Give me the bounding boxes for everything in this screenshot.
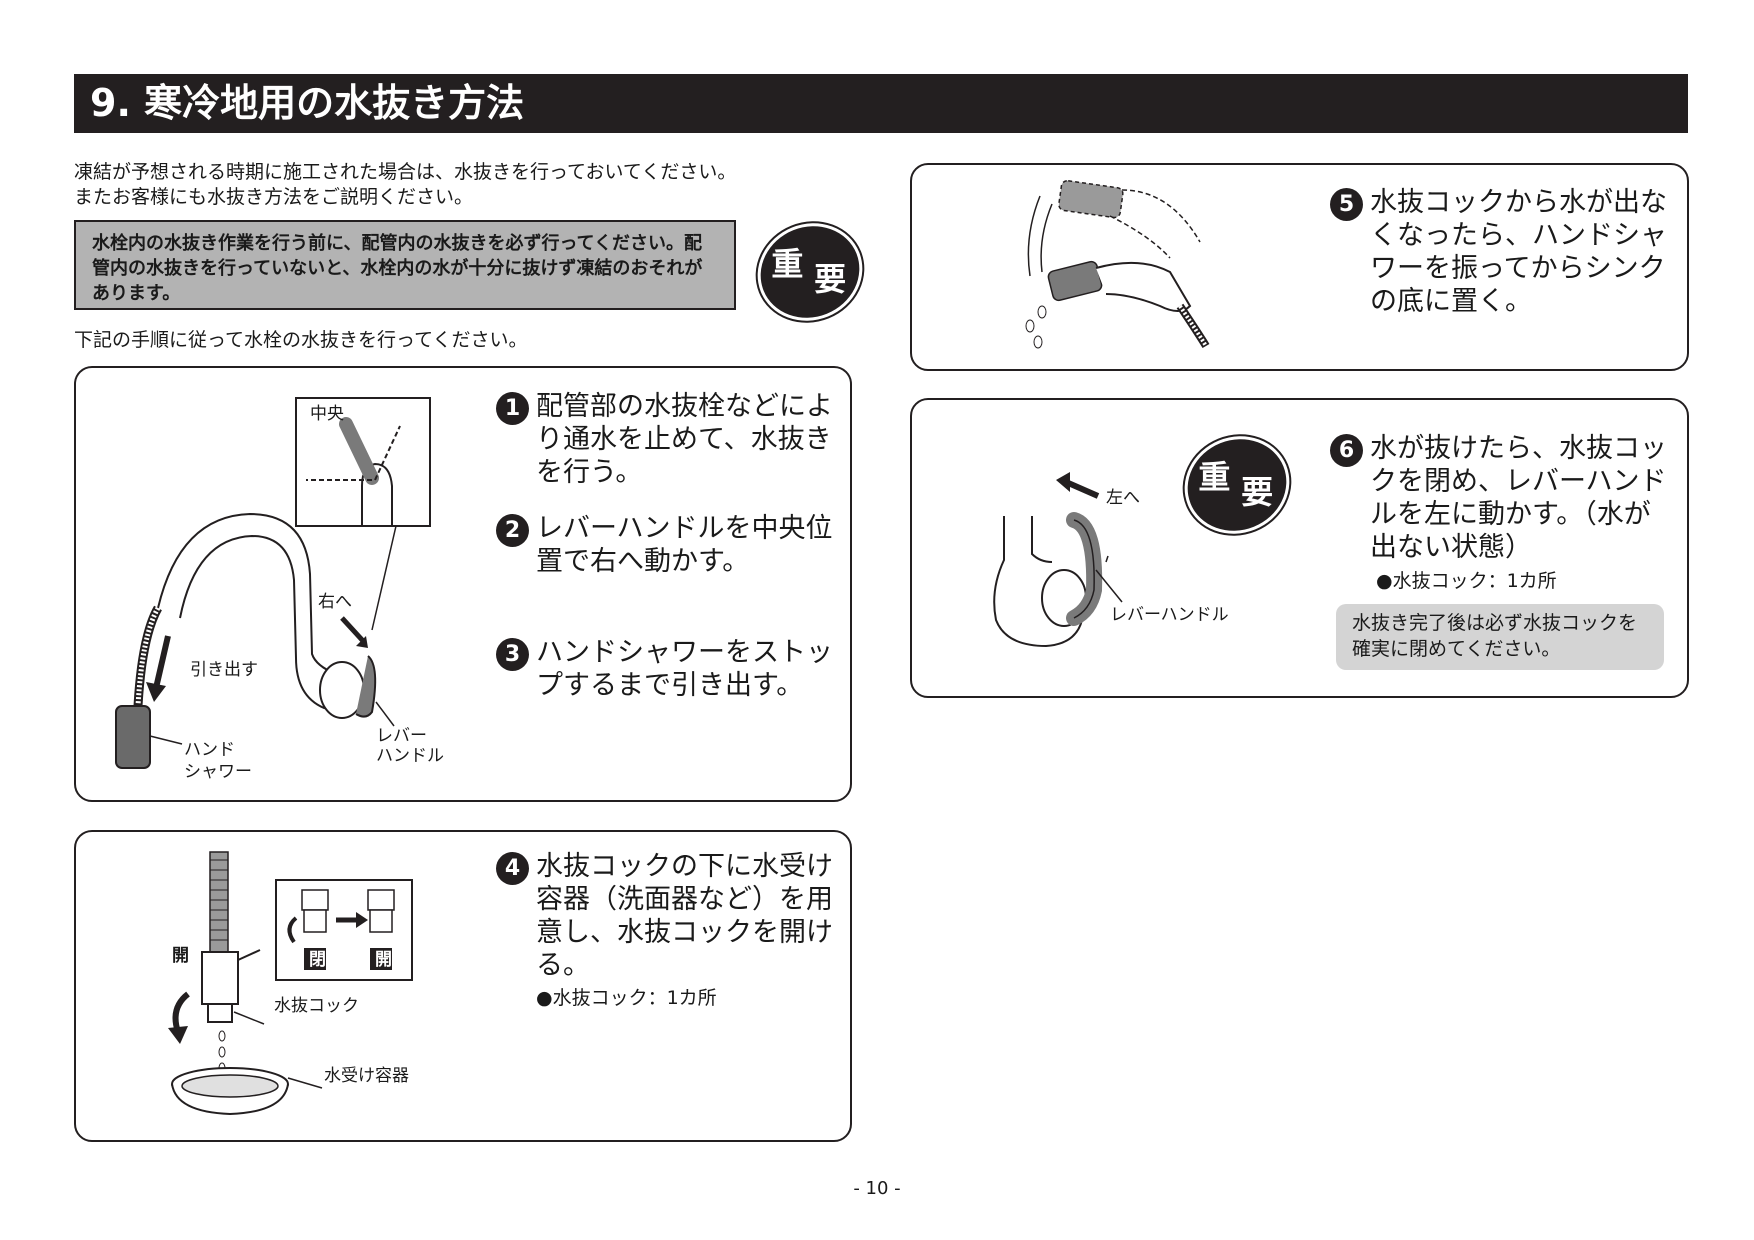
step-5: 5 水抜コックから水が出なくなったら、ハンドシャワーを振ってからシンクの底に置く… <box>1330 186 1670 318</box>
intro-line-1: 凍結が予想される時期に施工された場合は、水抜きを行っておいてください。 <box>74 161 737 183</box>
label-closed: 閉 <box>309 950 326 970</box>
intro-text: 凍結が予想される時期に施工された場合は、水抜きを行っておいてください。 またお客… <box>74 160 834 210</box>
step-6-text: 水が抜けたら、水抜コックを閉め、レバーハンドルを左に動かす。（水が出ない状態） <box>1370 433 1667 563</box>
label-drain-cock: 水抜コック <box>274 996 359 1016</box>
warning-box: 水栓内の水抜き作業を行う前に、配管内の水抜きを必ず行ってください。配管内の水抜き… <box>74 220 736 310</box>
step-4-number: 4 <box>496 852 529 885</box>
instruction-lead: 下記の手順に従って水栓の水抜きを行ってください。 <box>74 329 528 351</box>
step-1-text: 配管部の水抜栓などにより通水を止めて、水抜きを行う。 <box>536 391 833 488</box>
step-4-note: ●水抜コック：1カ所 <box>536 987 717 1009</box>
step-5-text: 水抜コックから水が出なくなったら、ハンドシャワーを振ってからシンクの底に置く。 <box>1370 187 1667 317</box>
step-4-text: 水抜コックの下に水受け容器（洗面器など）を用意し、水抜コックを開ける。 <box>536 851 833 981</box>
step-1-number: 1 <box>496 392 529 425</box>
step-2-number: 2 <box>496 514 529 547</box>
label-water-container: 水受け容器 <box>324 1066 409 1086</box>
label-open-main: 開 <box>172 946 189 966</box>
stamp-2-char-2: 要 <box>1241 472 1274 511</box>
step-4: 4 水抜コックの下に水受け容器（洗面器など）を用意し、水抜コックを開ける。 <box>496 850 836 982</box>
intro-line-2: またお客様にも水抜き方法をご説明ください。 <box>74 186 474 208</box>
step-3-text: ハンドシャワーをストップするまで引き出す。 <box>536 637 833 701</box>
section-title: 9. 寒冷地用の水抜き方法 <box>90 81 525 125</box>
step-5-number: 5 <box>1330 188 1363 221</box>
warning-text: 水栓内の水抜き作業を行う前に、配管内の水抜きを必ず行ってください。配管内の水抜き… <box>92 233 703 304</box>
label-hand-shower-1: ハンド <box>184 740 235 760</box>
completion-callout-text: 水抜き完了後は必ず水抜コックを確実に閉めてください。 <box>1352 612 1638 660</box>
label-hand-shower-2: シャワー <box>184 762 252 782</box>
faucet-lever-illustration <box>115 397 431 769</box>
stamp-2-char-1: 重 <box>1198 457 1231 496</box>
step-3-number: 3 <box>496 638 529 671</box>
step-6-number: 6 <box>1330 434 1363 467</box>
shake-shower-illustration <box>1025 179 1210 349</box>
label-lever-handle: レバーハンドル <box>1110 605 1229 625</box>
label-to-left: 左へ <box>1106 488 1140 508</box>
step-1: 1 配管部の水抜栓などにより通水を止めて、水抜きを行う。 <box>496 390 836 489</box>
stamp-char-1: 重 <box>771 244 804 283</box>
important-stamp: 重 要 <box>740 204 880 340</box>
section-title-bar: 9. 寒冷地用の水抜き方法 <box>74 74 1688 133</box>
drain-cock-illustration <box>168 851 413 1116</box>
step-2-text: レバーハンドルを中央位置で右へ動かす。 <box>536 513 833 577</box>
label-lever-1: レバー <box>376 726 427 746</box>
label-lever-2: ハンドル <box>376 746 444 766</box>
step-2: 2 レバーハンドルを中央位置で右へ動かす。 <box>496 512 836 578</box>
stamp-char-2: 要 <box>814 259 847 298</box>
lever-left-illustration <box>993 472 1123 648</box>
label-to-right: 右へ <box>318 592 352 612</box>
label-center: 中央 <box>310 404 344 424</box>
completion-callout: 水抜き完了後は必ず水抜コックを確実に閉めてください。 <box>1336 604 1664 670</box>
step-6: 6 水が抜けたら、水抜コックを閉め、レバーハンドルを左に動かす。（水が出ない状態… <box>1330 432 1670 564</box>
label-open: 開 <box>375 950 392 970</box>
label-pull-out: 引き出す <box>190 660 258 680</box>
page-number: - 10 - <box>853 1178 901 1199</box>
step-3: 3 ハンドシャワーをストップするまで引き出す。 <box>496 636 836 702</box>
step-6-note: ●水抜コック：1カ所 <box>1376 570 1557 592</box>
panel-steps-1-3 <box>74 366 852 802</box>
